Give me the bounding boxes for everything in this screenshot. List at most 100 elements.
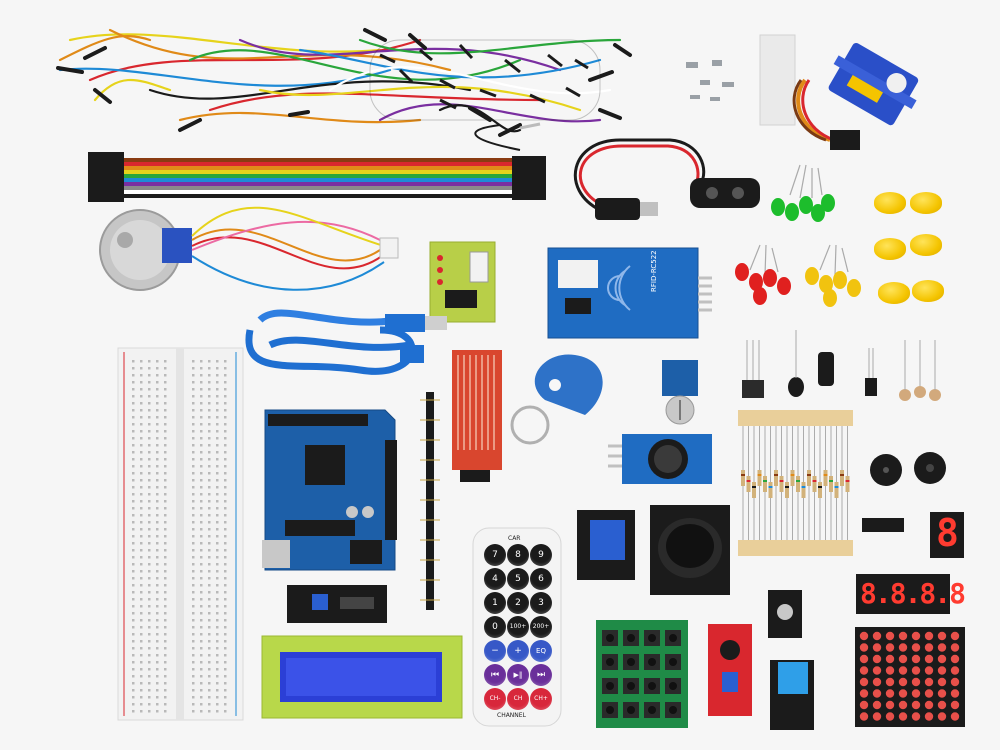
- breadboard-hole: [148, 444, 151, 447]
- breadboard-hole: [148, 654, 151, 657]
- breadboard-hole: [148, 542, 151, 545]
- led-matrix-dot: [872, 689, 882, 698]
- small-parts-bag: [686, 34, 796, 126]
- breadboard-hole: [156, 507, 159, 510]
- breadboard-hole: [132, 542, 135, 545]
- breadboard-hole: [148, 528, 151, 531]
- breadboard-hole: [132, 661, 135, 664]
- ic-chip: [862, 518, 904, 532]
- breadboard-hole: [132, 577, 135, 580]
- yellow-cap: [910, 234, 942, 256]
- remote-key-plus: +: [507, 640, 529, 662]
- breadboard-hole: [200, 388, 203, 391]
- led-matrix-dot: [924, 654, 934, 664]
- battery-clip: [573, 138, 760, 220]
- breadboard-hole: [200, 437, 203, 440]
- led-matrix-dot: [898, 712, 908, 721]
- breadboard-hole: [148, 556, 151, 559]
- breadboard-hole: [208, 493, 211, 496]
- breadboard-hole: [164, 479, 167, 482]
- breadboard-hole: [164, 626, 167, 629]
- keypad-button-cap: [627, 658, 635, 666]
- breadboard-hole: [208, 605, 211, 608]
- breadboard-hole: [140, 668, 143, 671]
- breadboard-hole: [132, 367, 135, 370]
- led-matrix-dot: [937, 677, 947, 687]
- breadboard-hole: [192, 591, 195, 594]
- breadboard-hole: [224, 619, 227, 622]
- breadboard-hole: [156, 416, 159, 419]
- breadboard-hole: [140, 486, 143, 489]
- breadboard-hole: [200, 500, 203, 503]
- breadboard-hole: [140, 675, 143, 678]
- led-matrix-dot: [898, 677, 908, 687]
- breadboard-hole: [192, 556, 195, 559]
- led-matrix-dot: [872, 712, 882, 721]
- breadboard-hole: [164, 528, 167, 531]
- breadboard-hole: [164, 584, 167, 587]
- breadboard-hole: [132, 500, 135, 503]
- breadboard-hole: [148, 451, 151, 454]
- breadboard-hole: [140, 402, 143, 405]
- breadboard-hole: [216, 549, 219, 552]
- breadboard-hole: [224, 647, 227, 650]
- breadboard-hole: [148, 689, 151, 692]
- breadboard-hole: [208, 696, 211, 699]
- resistor-body: [823, 470, 828, 486]
- resistor-body: [741, 470, 745, 486]
- breadboard-hole: [216, 640, 219, 643]
- led-matrix-dot: [885, 631, 895, 641]
- breadboard-hole: [224, 374, 227, 377]
- breadboard-hole: [140, 619, 143, 622]
- seven-segment-single-display: [930, 512, 964, 558]
- led-matrix-dot: [911, 700, 921, 710]
- led-matrix-dot: [898, 631, 908, 641]
- breadboard-hole: [156, 654, 159, 657]
- breadboard-hole: [140, 598, 143, 601]
- breadboard-hole: [140, 647, 143, 650]
- breadboard-hole: [192, 402, 195, 405]
- breadboard-hole: [192, 423, 195, 426]
- breadboard-hole: [200, 367, 203, 370]
- breadboard-hole: [200, 507, 203, 510]
- resistor-band: [785, 486, 789, 488]
- rainbow-ribbon-cable: [88, 122, 546, 202]
- breadboard-hole: [224, 682, 227, 685]
- breadboard-hole: [216, 444, 219, 447]
- breadboard-hole: [224, 528, 227, 531]
- keypad-button-cap: [648, 658, 656, 666]
- ir-receiver-and-transistors: [742, 330, 941, 401]
- breadboard-hole: [200, 675, 203, 678]
- breadboard-hole: [132, 626, 135, 629]
- breadboard-hole: [148, 493, 151, 496]
- led-matrix-dot: [859, 654, 869, 664]
- keypad-button-cap: [606, 634, 614, 642]
- breadboard-hole: [200, 451, 203, 454]
- breadboard-hole: [208, 570, 211, 573]
- breadboard-hole: [148, 591, 151, 594]
- breadboard-hole: [164, 612, 167, 615]
- breadboard-hole: [140, 640, 143, 643]
- breadboard-hole: [192, 563, 195, 566]
- button-keypad-4x4: [596, 620, 688, 728]
- breadboard-hole: [192, 647, 195, 650]
- keypad-button-cap: [669, 658, 677, 666]
- breadboard-hole: [216, 605, 219, 608]
- breadboard-hole: [132, 409, 135, 412]
- breadboard-hole: [224, 661, 227, 664]
- resistor-body: [834, 482, 839, 498]
- breadboard-hole: [156, 458, 159, 461]
- breadboard-hole: [192, 374, 195, 377]
- rtc-clock-module: [608, 434, 712, 484]
- resistor-band: [757, 474, 762, 476]
- breadboard-hole: [192, 528, 195, 531]
- breadboard-hole: [164, 675, 167, 678]
- breadboard-hole: [192, 451, 195, 454]
- breadboard-hole: [164, 542, 167, 545]
- breadboard-hole: [208, 528, 211, 531]
- breadboard-hole: [216, 696, 219, 699]
- breadboard-hole: [192, 360, 195, 363]
- led-matrix-dot: [924, 712, 934, 721]
- rfid-board-label: RFID-RC522: [650, 250, 658, 292]
